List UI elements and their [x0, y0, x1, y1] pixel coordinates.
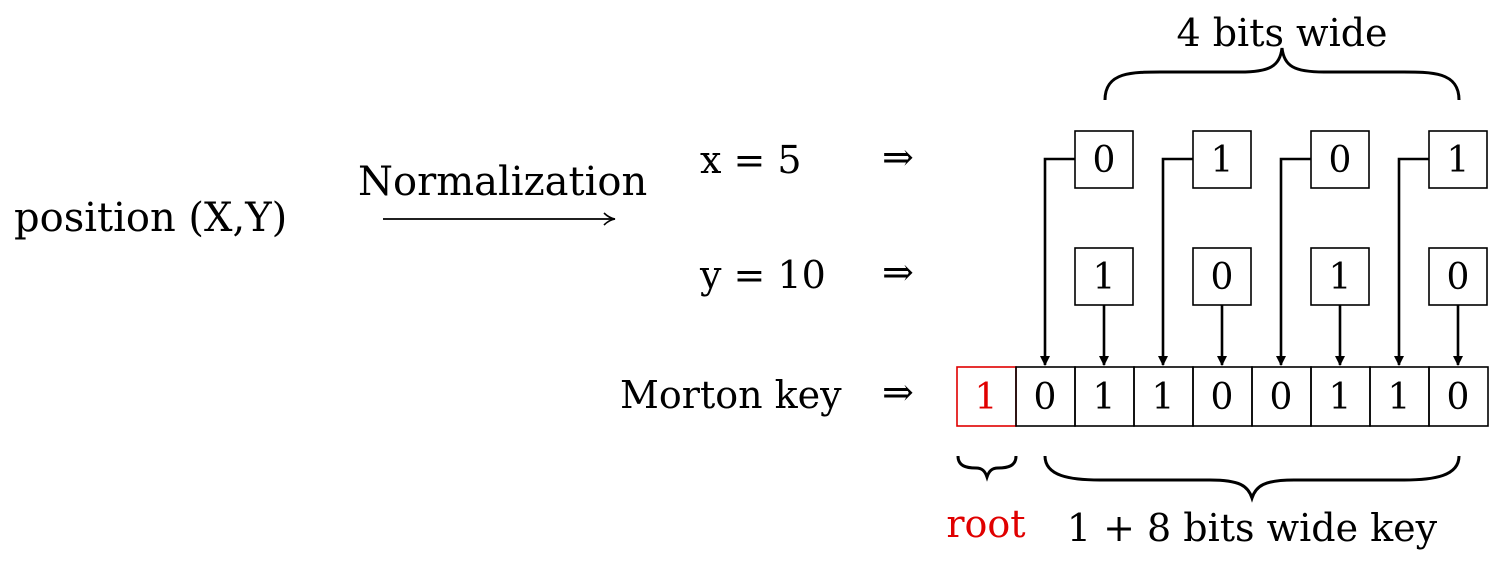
x-bit-connector [1394, 157, 1429, 366]
y-bit-value: 0 [1211, 257, 1234, 298]
morton-bit-box: 1 [1310, 366, 1371, 427]
morton-bit-value: 0 [1034, 377, 1057, 418]
morton-bit-box: 0 [1015, 366, 1076, 427]
morton-bit-box: 1 [1369, 366, 1430, 427]
morton-bit-value: 1 [1152, 377, 1175, 418]
top-brace-label: 4 bits wide [1176, 11, 1387, 55]
key-width-label: 1 + 8 bits wide key [1067, 506, 1438, 550]
morton-bit-box: 0 [1192, 366, 1253, 427]
normalization-label: Normalization [358, 159, 647, 205]
morton-bit-value: 1 [1388, 377, 1411, 418]
x-bit-box: 1 [1192, 130, 1252, 189]
morton-bit-box: 1 [1133, 366, 1194, 427]
y-bit-value: 0 [1447, 257, 1470, 298]
y-bit-value: 1 [1329, 257, 1352, 298]
x-bit-value: 1 [1447, 140, 1470, 181]
position-label: position (X,Y) [14, 195, 287, 241]
key-brace [1043, 455, 1461, 503]
x-bit-connector [1040, 157, 1075, 366]
morton-bit-value: 0 [1447, 377, 1470, 418]
x-bit-box: 1 [1428, 130, 1488, 189]
y-bits-row: 1 0 1 0 [1074, 247, 1488, 306]
x-bit-connector [1158, 157, 1193, 366]
x-implies-arrow: ⇒ [882, 135, 914, 179]
root-brace [956, 455, 1018, 482]
x-bit-connector [1276, 157, 1311, 366]
y-equation: y = 10 [699, 253, 826, 297]
y-bit-box: 1 [1310, 247, 1370, 306]
root-bit-value: 1 [975, 377, 998, 418]
y-bit-value: 1 [1093, 257, 1116, 298]
root-bit-box: 1 [956, 366, 1017, 427]
x-bit-box: 0 [1310, 130, 1370, 189]
root-label: root [946, 502, 1025, 546]
morton-bit-box: 1 [1074, 366, 1135, 427]
x-bit-value: 0 [1093, 140, 1116, 181]
morton-bit-value: 0 [1270, 377, 1293, 418]
morton-implies-arrow: ⇒ [882, 370, 914, 414]
morton-bit-box: 0 [1251, 366, 1312, 427]
top-brace [1103, 47, 1461, 101]
morton-bit-value: 1 [1093, 377, 1116, 418]
x-bit-value: 0 [1329, 140, 1352, 181]
morton-bit-box: 0 [1428, 366, 1489, 427]
morton-bit-value: 1 [1329, 377, 1352, 418]
x-equation: x = 5 [700, 138, 802, 182]
morton-key-label: Morton key [620, 373, 842, 417]
morton-key-row: 1 0 1 1 0 0 1 1 [956, 366, 1489, 427]
y-bit-box: 0 [1428, 247, 1488, 306]
y-bit-box: 1 [1074, 247, 1134, 306]
y-bit-box: 0 [1192, 247, 1252, 306]
x-bit-value: 1 [1211, 140, 1234, 181]
x-bit-box: 0 [1074, 130, 1134, 189]
morton-bit-value: 0 [1211, 377, 1234, 418]
y-implies-arrow: ⇒ [882, 250, 914, 294]
